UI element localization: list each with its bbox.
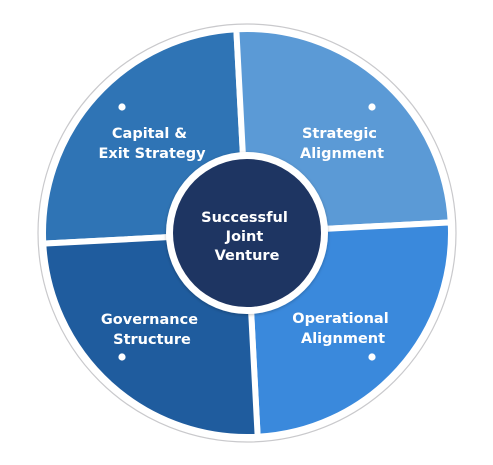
segment-dot: [368, 103, 376, 111]
segment-label-governance-structure: Governance Structure: [101, 312, 203, 348]
center-circle: [173, 159, 321, 307]
outer-ring: [37, 23, 457, 443]
segment-label-capital-exit-strategy: Capital & Exit Strategy: [98, 126, 206, 162]
segment-label-strategic-alignment: Strategic Alignment: [300, 126, 384, 162]
center-label: Successful Joint Venture: [201, 210, 293, 264]
segment-dot: [368, 353, 376, 361]
segment-dot: [118, 103, 126, 111]
segment-dot: [118, 353, 126, 361]
segment-label-operational-alignment: Operational Alignment: [292, 311, 393, 347]
